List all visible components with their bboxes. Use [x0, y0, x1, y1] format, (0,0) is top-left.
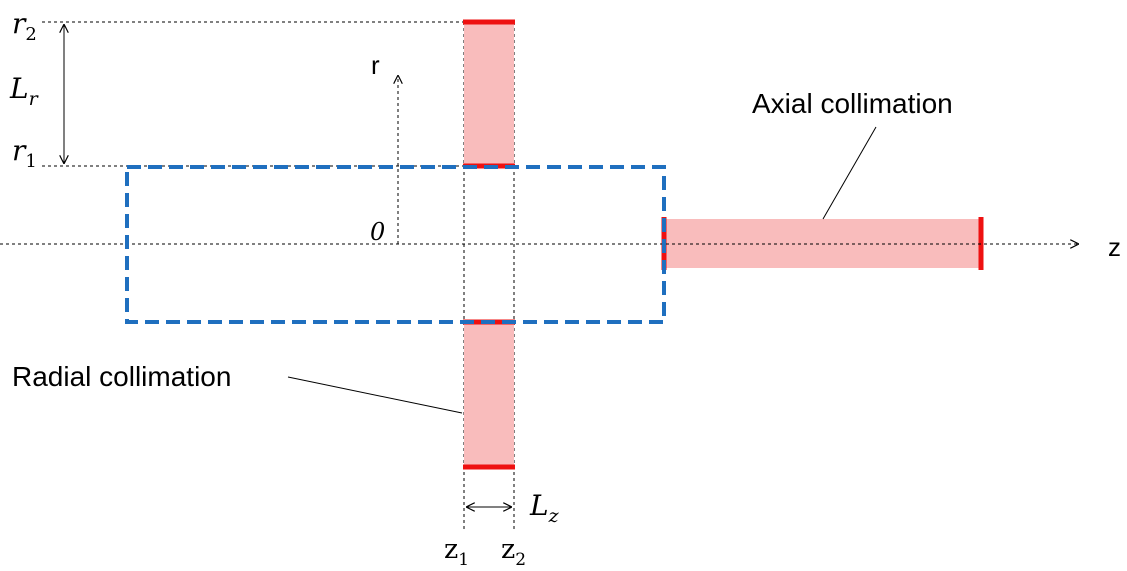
- origin-label: 0: [370, 218, 385, 246]
- axial-leader-line: [822, 126, 877, 220]
- radial-collimator-upper: [464, 22, 514, 166]
- r2-label: r2: [12, 7, 37, 45]
- z-axis-label: z: [1108, 232, 1121, 262]
- z1-label: z1: [444, 534, 469, 570]
- lz-label: Lz: [529, 489, 560, 527]
- detector-region-box: [125, 165, 666, 324]
- r-axis-label: r: [371, 50, 380, 80]
- z2-label: z2: [501, 534, 526, 570]
- radial-leader-line: [287, 376, 463, 414]
- axial-collimation-label: Axial collimation: [752, 88, 953, 119]
- r1-label: r1: [12, 134, 37, 172]
- lr-label: Lr: [9, 72, 40, 110]
- radial-collimation-label: Radial collimation: [12, 361, 231, 392]
- radial-collimator-lower: [464, 322, 514, 467]
